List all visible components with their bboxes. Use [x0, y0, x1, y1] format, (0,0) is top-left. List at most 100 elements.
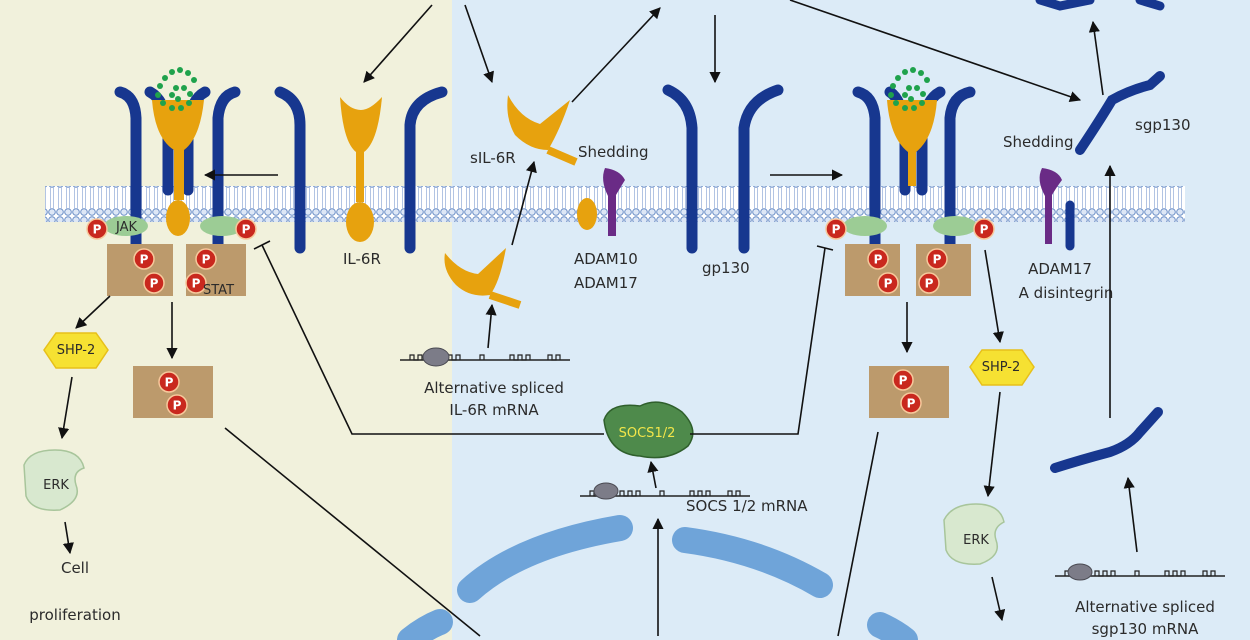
phospho-site: P [185, 272, 207, 294]
adam17-label-right: ADAM17 [1028, 260, 1092, 278]
svg-text:P: P [93, 223, 102, 237]
phospho-site: P [900, 392, 922, 414]
il6r-receptor-unit [274, 86, 448, 254]
svg-text:P: P [192, 277, 201, 291]
sil6r-label: sIL-6R [470, 149, 516, 167]
phospho-site: P [877, 272, 899, 294]
socs-protein [603, 401, 694, 459]
arrow [647, 460, 659, 489]
ribosome-socs [593, 482, 619, 500]
shp2-node-left [43, 332, 109, 369]
inhibition-line-right [690, 247, 826, 435]
arrow [58, 376, 73, 440]
shedding-label-left: Shedding [578, 143, 649, 161]
erk-node-right [943, 503, 1005, 565]
alt-il6r-line1: Alternative spliced [424, 379, 564, 397]
alt-sgp130-line2: sgp130 mRNA [1092, 620, 1200, 638]
phospho-site: P [133, 248, 155, 270]
erk-node-left [23, 449, 85, 511]
svg-text:P: P [874, 253, 883, 267]
phospho-site: P [143, 272, 165, 294]
alt-il6r-line2: IL-6R mRNA [449, 401, 539, 419]
arrow [1088, 20, 1104, 96]
arrow [984, 249, 1004, 344]
svg-text:P: P [832, 223, 841, 237]
arrow [511, 160, 537, 246]
il6r-label: IL-6R [343, 250, 381, 268]
socs-protein-label: SOCS1/2 [619, 426, 676, 441]
sil6r-stub [577, 198, 597, 230]
inhibition-bar-left [253, 240, 271, 250]
arrow [1123, 476, 1138, 553]
erk-label-right: ERK [963, 533, 989, 548]
svg-text:P: P [150, 277, 159, 291]
trans-signaling-complex [843, 67, 977, 296]
svg-text:P: P [202, 253, 211, 267]
cell-proliferation-line1: Cell [61, 559, 89, 577]
phospho-site: P [235, 218, 257, 240]
adam17-label-left: ADAM17 [574, 274, 638, 292]
phospho-site: P [892, 369, 914, 391]
svg-text:P: P [173, 399, 182, 413]
phospho-group-left: P P P P P P [86, 218, 257, 294]
inhibition-bar-right [816, 245, 834, 251]
svg-text:P: P [980, 223, 989, 237]
shedding-label-right: Shedding [1003, 133, 1074, 151]
shp2-node-right [969, 349, 1035, 386]
phospho-site: P [918, 272, 940, 294]
a-disintegrin-label: A disintegrin [1019, 284, 1114, 302]
phospho-site: P [867, 248, 889, 270]
phospho-site: P [195, 248, 217, 270]
gp130-label: gp130 [702, 259, 750, 277]
shp2-label-left: SHP-2 [57, 343, 96, 358]
socs-mrna-label: SOCS 1/2 mRNA [686, 497, 808, 515]
phospho-site: P [86, 218, 108, 240]
sil6r-free [444, 248, 522, 309]
ribosome-il6r [422, 347, 450, 367]
arrow [991, 576, 1006, 622]
shp2-label-right: SHP-2 [982, 360, 1021, 375]
svg-text:P: P [140, 253, 149, 267]
svg-text:P: P [907, 397, 916, 411]
svg-text:P: P [242, 223, 251, 237]
phospho-site: P [973, 218, 995, 240]
inhibition-line-left [261, 244, 604, 435]
arrow [571, 7, 661, 103]
arrow [224, 427, 481, 637]
arrow [485, 303, 497, 349]
arrows [58, 0, 1138, 637]
phospho-site: P [158, 371, 180, 393]
arrow [983, 391, 1001, 498]
il6-ligand [155, 67, 197, 111]
sgp130-top-fragment [1035, 0, 1165, 11]
nucleus-envelope [397, 515, 918, 640]
phospho-site: P [825, 218, 847, 240]
arrow [789, 0, 1082, 103]
jak-label: JAK [115, 220, 137, 235]
svg-text:P: P [933, 253, 942, 267]
arrow [75, 295, 111, 329]
phospho-group-right: P P P P P P [825, 218, 995, 294]
sgp130-upper [1075, 71, 1165, 155]
adam10-label: ADAM10 [574, 250, 638, 268]
ribosome-sgp130 [1067, 563, 1093, 581]
svg-text:P: P [925, 277, 934, 291]
arrow [363, 4, 433, 83]
svg-text:P: P [899, 374, 908, 388]
arrow [837, 431, 879, 637]
sil6r-membrane-bound [507, 95, 578, 166]
sgp130-label: sgp130 [1135, 116, 1191, 134]
erk-label-left: ERK [43, 478, 69, 493]
cell-proliferation-line2: proliferation [29, 606, 120, 624]
adam10-protease [603, 168, 625, 236]
arrow [62, 521, 74, 555]
svg-text:P: P [165, 376, 174, 390]
phospho-site: P [166, 394, 188, 416]
classic-signaling-complex [104, 67, 246, 296]
gp130-receptor [662, 84, 784, 254]
arrow [464, 4, 494, 84]
svg-text:P: P [884, 277, 893, 291]
sgp130-lower [1050, 407, 1163, 473]
